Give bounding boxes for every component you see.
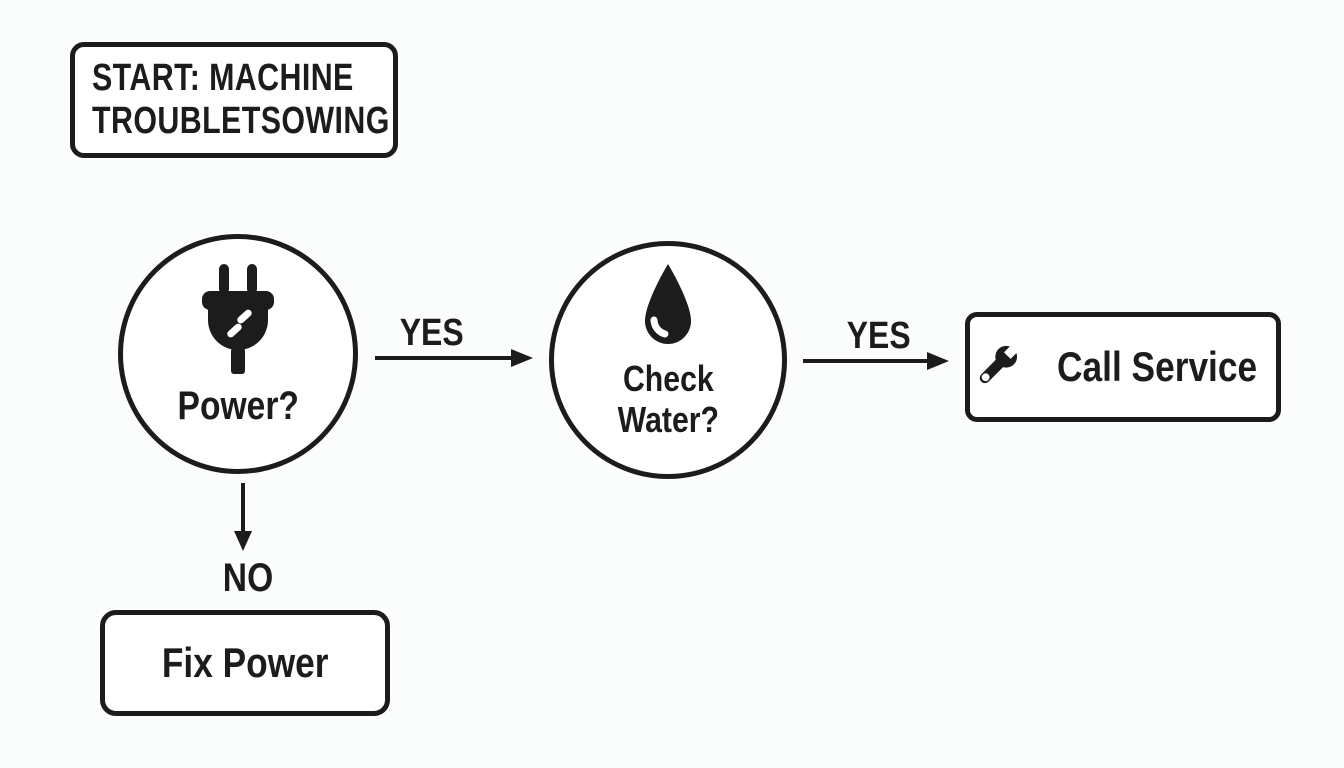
power-plug-icon (202, 264, 274, 374)
power-node-label: Power? (177, 384, 299, 428)
power-decision-node: Power? (118, 234, 358, 474)
start-node-label-line1: START: MACHINE (92, 57, 354, 99)
water-node-label: Check Water? (617, 358, 718, 440)
call-service-node: Call Service (965, 312, 1281, 422)
water-decision-node: Check Water? (549, 241, 787, 479)
arrow-water-to-service-head (927, 352, 949, 370)
arrow-power-to-water (375, 348, 533, 368)
edge-label-power-to-water: YES (399, 312, 464, 354)
arrow-power-to-fix-line (241, 483, 245, 531)
start-node-label-line2: TROUBLETSOWING (92, 100, 390, 142)
start-node: START: MACHINE TROUBLETSOWING (70, 42, 398, 158)
call-service-label: Call Service (1056, 343, 1257, 390)
edge-label-power-to-fix: NO (222, 556, 274, 600)
arrow-power-to-water-head (511, 349, 533, 367)
water-drop-icon (645, 264, 691, 344)
fix-power-label: Fix Power (161, 639, 329, 686)
arrow-power-to-water-line (375, 356, 511, 360)
arrow-water-to-service (803, 351, 949, 371)
wrench-icon (979, 343, 1020, 384)
water-node-label-line2: Water? (617, 399, 719, 440)
arrow-power-to-fix-head (234, 531, 252, 551)
fix-power-node: Fix Power (100, 610, 390, 716)
water-node-label-line1: Check (622, 358, 714, 399)
arrow-power-to-fix (233, 483, 253, 551)
arrow-water-to-service-line (803, 359, 927, 363)
edge-label-water-to-service: YES (846, 315, 911, 357)
